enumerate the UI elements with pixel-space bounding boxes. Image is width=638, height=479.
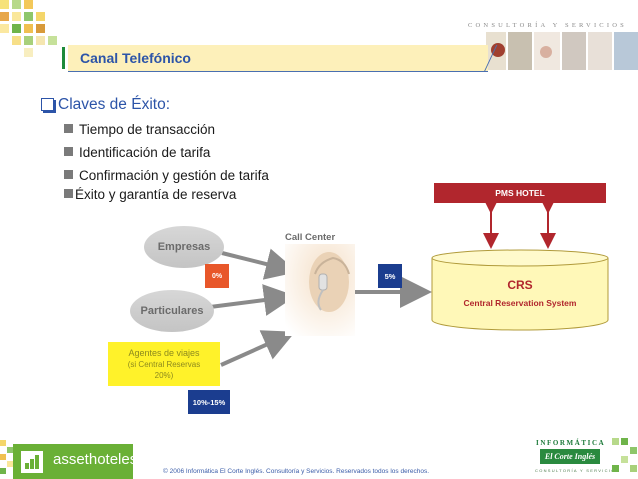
informatica-wordmark: INFORMÁTICA (536, 439, 606, 447)
square-bullet-icon (64, 147, 73, 156)
page-title: Canal Telefónico (80, 50, 191, 66)
pms-hotel-box: PMS HOTEL (434, 183, 606, 203)
footer-mosaic-right (612, 438, 637, 472)
crs-title: CRS (507, 278, 533, 292)
call-center-label: Call Center (285, 232, 336, 243)
claves-item: Identificación de tarifa (64, 145, 210, 160)
claves-item-text: Éxito y garantía de reserva (75, 187, 237, 202)
agentes-label: Agentes de viajes (128, 347, 200, 358)
empresas-node: Empresas (144, 226, 224, 268)
consultoria-footer-text: CONSULTORÍA Y SERVICIOS (535, 468, 620, 473)
square-bullet-icon (64, 170, 73, 179)
claves-item: Tiempo de transacción (64, 122, 215, 137)
arrow-agentes (220, 330, 296, 367)
arrow-empresas (221, 248, 298, 280)
claves-item: Éxito y garantía de reserva (64, 187, 236, 202)
cylinder-shape (431, 249, 609, 331)
badge-particulares: 0% (205, 264, 229, 288)
empresas-label: Empresas (157, 241, 211, 253)
crs-cylinder: CRS Central Reservation System (430, 248, 610, 332)
badge-agentes: 10%-15% (188, 390, 230, 414)
particulares-label: Particulares (140, 305, 204, 317)
title-bar: Canal Telefónico (62, 45, 488, 72)
particulares-node: Particulares (130, 290, 214, 332)
claves-heading: Claves de Éxito: (58, 96, 170, 113)
footer-mosaic-left (0, 440, 13, 474)
crs-subtitle: Central Reservation System (463, 298, 577, 308)
assethoteles-wordmark: assethoteles (53, 451, 138, 468)
arrow-particulares (209, 284, 296, 316)
el-corte-ingles-logo: El Corte Inglés (540, 449, 600, 464)
agentes-node: Agentes de viajes (si Central Reservas 2… (108, 342, 220, 386)
brand-tagline: CONSULTORÍA Y SERVICIOS (468, 22, 627, 29)
claves-item-text: Confirmación y gestión de tarifa (79, 168, 269, 183)
assethoteles-logo-icon (21, 451, 43, 473)
claves-item-text: Tiempo de transacción (79, 122, 216, 137)
assethoteles-logo: assethoteles (13, 444, 137, 479)
checkbox-bullet-icon (41, 98, 54, 111)
claves-item-text: Identificación de tarifa (79, 145, 211, 160)
copyright-text: © 2006 Informática El Corte Inglés. Cons… (163, 468, 429, 475)
call-center-photo (285, 244, 355, 336)
claves-item: Confirmación y gestión de tarifa (64, 168, 269, 183)
square-bullet-icon (64, 189, 73, 198)
agentes-note: (si Central Reservas (127, 359, 201, 369)
badge-callcenter: 5% (378, 264, 402, 288)
header-mosaic-graphic (0, 0, 57, 57)
square-bullet-icon (64, 124, 73, 133)
agentes-note-pct: 20%) (154, 370, 174, 380)
